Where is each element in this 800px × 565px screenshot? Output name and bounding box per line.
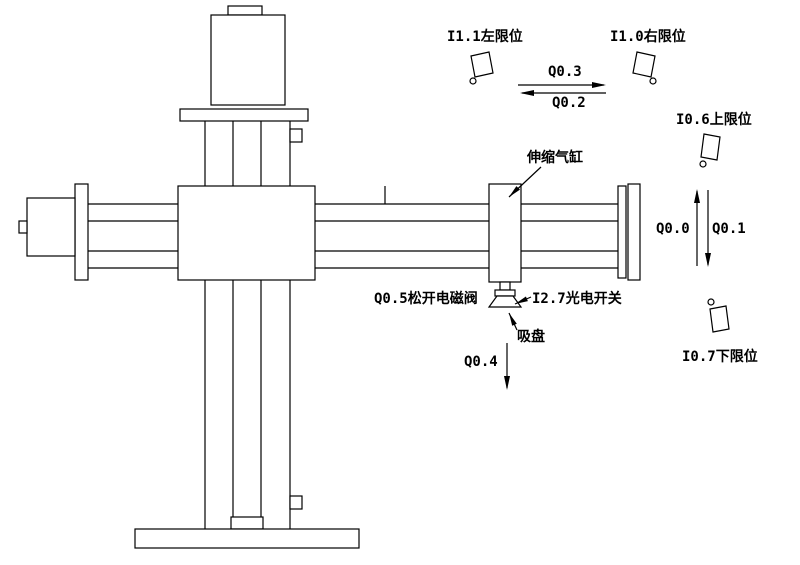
machine-base [134,528,360,549]
arrow-q03-right [518,82,606,88]
limit-switch-left [469,51,494,85]
label-left-limit: I1.1左限位 [447,28,523,45]
lower-limit-roller [707,298,715,306]
arrow-q01-down [705,190,711,267]
label-release-solenoid: Q0.5松开电磁阀 [374,290,478,307]
upper-limit-flag [700,133,721,161]
vertical-column [204,121,303,530]
leader-suction-cup [508,312,518,331]
leader-arrowhead-icon [515,296,528,304]
cup-stem-lower [494,289,516,297]
label-q03: Q0.3 [548,64,582,80]
beam-left-end [18,183,89,281]
telescopic-cylinder-block [488,183,522,283]
arrow-q04-down [504,343,510,390]
label-upper-limit: I0.6上限位 [676,111,752,128]
arrow-q00-up [694,189,700,266]
column-tab-bottom [289,495,303,510]
label-q01: Q0.1 [712,221,746,237]
left-limit-flag [470,51,494,78]
suction-cup-shape [487,295,523,308]
suction-cup-assembly [487,281,523,308]
column-tab-top [289,128,303,143]
label-q02: Q0.2 [552,95,586,111]
motor-flange [179,108,309,122]
limit-switch-right [632,51,657,85]
label-right-limit: I1.0右限位 [610,28,686,45]
left-motor-nub [18,220,28,234]
beam-right-end [617,183,641,281]
label-lower-limit: I0.7下限位 [682,348,758,365]
horizontal-beam [88,186,618,269]
right-plate-inner [617,185,627,279]
right-limit-flag [632,51,656,78]
top-motor [179,5,309,122]
arrowhead-left-icon [520,90,534,96]
limit-switch-lower [707,298,730,333]
label-suction-cup: 吸盘 [517,328,545,345]
limit-switch-upper [699,133,721,168]
label-telescopic-cylinder: 伸缩气缸 [526,149,583,166]
motor-body [210,14,286,106]
arrowhead-up-icon [694,189,700,203]
leader-photoelectric-switch [514,296,532,305]
arrowhead-down-icon [705,253,711,267]
right-plate-outer [627,183,641,281]
left-limit-roller [469,77,477,85]
lower-limit-flag [709,305,730,333]
right-limit-roller [649,77,657,85]
arrow-q02-left [520,90,606,96]
arrowhead-right-icon [592,82,606,88]
label-q04: Q0.4 [464,354,498,370]
motor-cap [227,5,263,16]
leader-arrowhead-icon [509,186,520,197]
central-carriage-block [177,185,316,281]
leader-arrowhead-icon [509,313,517,326]
label-q00: Q0.0 [656,221,690,237]
cup-stem-upper [499,281,511,291]
screw-end-block [230,516,264,530]
left-motor-box [26,197,76,257]
arrowhead-down-icon [504,376,510,390]
leader-telescopic-cylinder [508,166,542,198]
label-photoelectric-switch: I2.7光电开关 [532,290,622,307]
upper-limit-roller [699,160,707,168]
left-flange [74,183,89,281]
